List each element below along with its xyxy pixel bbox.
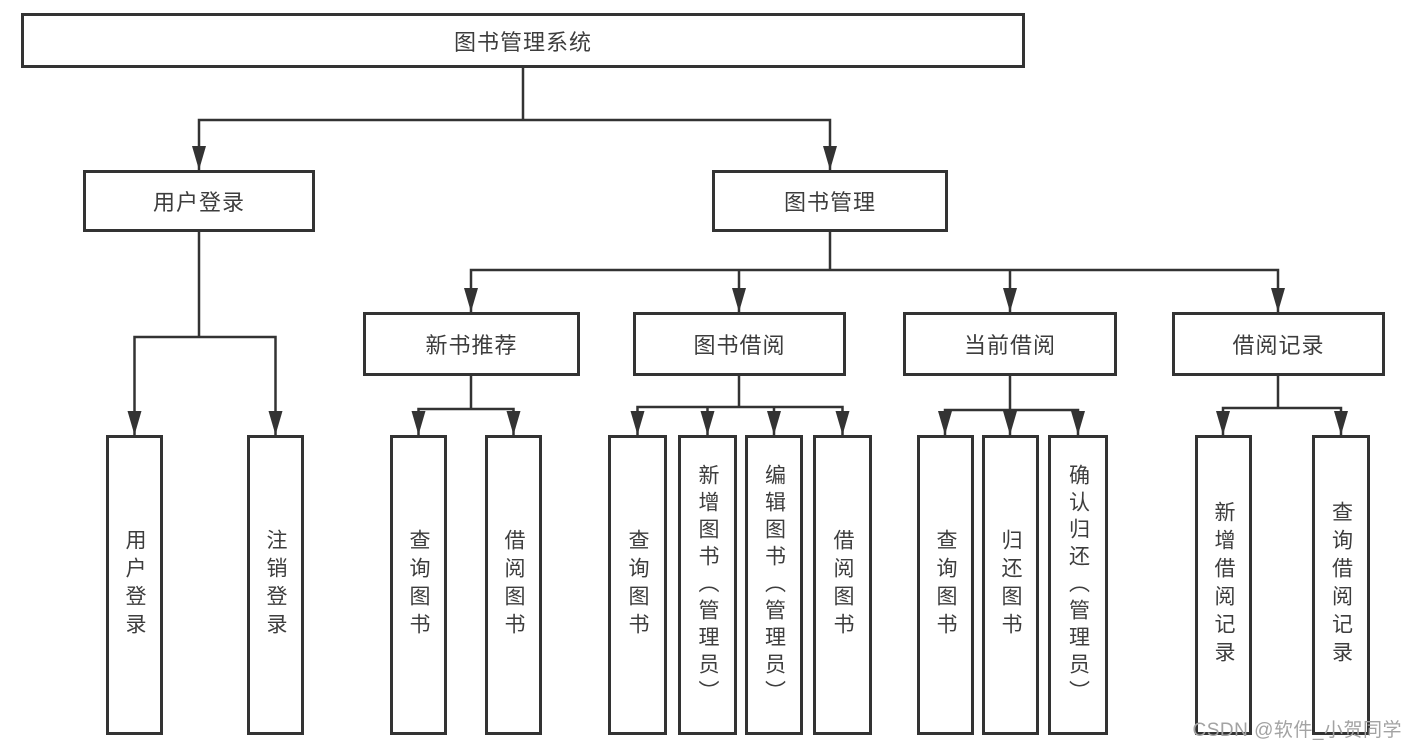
node-label: 新增图书（管理员） bbox=[696, 463, 719, 707]
node-edit-books-admin: 编辑图书（管理员） bbox=[745, 435, 803, 735]
node-label: 新书推荐 bbox=[425, 333, 518, 358]
node-current-query-books: 查询图书 bbox=[917, 435, 974, 735]
node-label: 借阅图书 bbox=[831, 529, 854, 641]
node-label: 用户登录 bbox=[152, 190, 245, 215]
node-label: 图书管理 bbox=[783, 190, 876, 215]
node-confirm-return-admin: 确认归还（管理员） bbox=[1048, 435, 1108, 735]
node-query-borrow-record: 查询借阅记录 bbox=[1312, 435, 1370, 735]
node-label: 当前借阅 bbox=[963, 333, 1056, 358]
node-library-management-system: 图书管理系统 bbox=[21, 13, 1025, 68]
node-add-books-admin: 新增图书（管理员） bbox=[678, 435, 737, 735]
node-return-books: 归还图书 bbox=[982, 435, 1039, 735]
node-label: 查询图书 bbox=[626, 529, 649, 641]
node-label: 编辑图书（管理员） bbox=[762, 463, 786, 707]
node-label: 新增借阅记录 bbox=[1212, 501, 1235, 669]
node-book-borrowing: 图书借阅 bbox=[633, 312, 846, 376]
node-current-borrowing: 当前借阅 bbox=[903, 312, 1117, 376]
node-recommend-borrow-books: 借阅图书 bbox=[485, 435, 542, 735]
node-label: 查询借阅记录 bbox=[1329, 501, 1353, 669]
node-label: 查询图书 bbox=[934, 529, 957, 641]
node-borrowing-records: 借阅记录 bbox=[1172, 312, 1385, 376]
node-label: 归还图书 bbox=[999, 529, 1022, 641]
node-user-login-leaf: 用户登录 bbox=[106, 435, 163, 735]
node-new-book-recommend: 新书推荐 bbox=[363, 312, 580, 376]
node-label: 借阅记录 bbox=[1232, 333, 1325, 358]
node-label: 确认归还（管理员） bbox=[1066, 463, 1090, 707]
node-book-management: 图书管理 bbox=[712, 170, 948, 232]
node-label: 用户登录 bbox=[123, 529, 146, 641]
node-borrowing-borrow-books: 借阅图书 bbox=[813, 435, 872, 735]
node-add-borrow-record: 新增借阅记录 bbox=[1195, 435, 1252, 735]
node-label: 借阅图书 bbox=[502, 529, 525, 641]
node-recommend-query-books: 查询图书 bbox=[390, 435, 447, 735]
node-label: 查询图书 bbox=[407, 529, 430, 641]
node-logout: 注销登录 bbox=[247, 435, 304, 735]
node-label: 图书借阅 bbox=[693, 333, 786, 358]
node-user-login: 用户登录 bbox=[83, 170, 315, 232]
node-borrowing-query-books: 查询图书 bbox=[608, 435, 667, 735]
node-label: 图书管理系统 bbox=[453, 29, 592, 55]
node-label: 注销登录 bbox=[264, 529, 287, 641]
